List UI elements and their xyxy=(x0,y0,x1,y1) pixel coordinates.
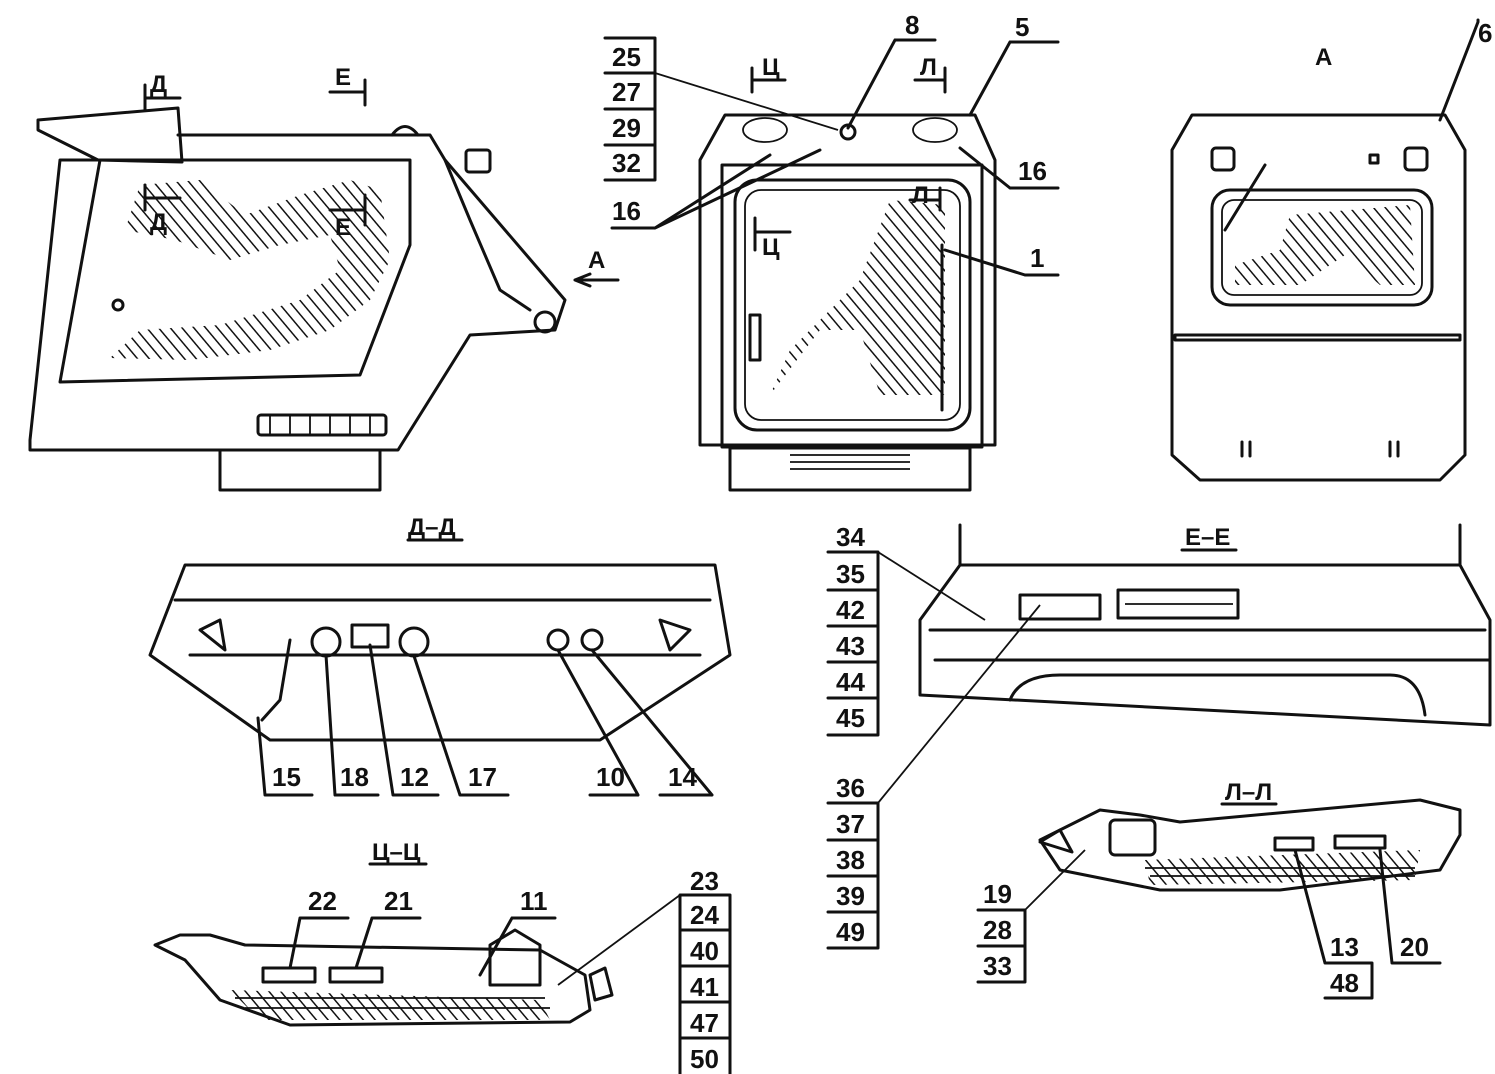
cut-label-e1: Е xyxy=(335,64,351,91)
section-title-cc: Ц–Ц xyxy=(372,839,421,866)
callout-27: 27 xyxy=(612,77,641,107)
callout-23: 23 xyxy=(690,866,719,896)
section-title-ll: Л–Л xyxy=(1225,779,1272,806)
callout-18: 18 xyxy=(340,762,369,792)
callout-34: 34 xyxy=(836,522,865,552)
cut-label-d1: Д xyxy=(150,71,167,98)
callout-28: 28 xyxy=(983,915,1012,945)
callout-10: 10 xyxy=(596,762,625,792)
glass-hatch xyxy=(110,180,390,360)
cut-label-l1: Л xyxy=(920,54,937,81)
callout-29: 29 xyxy=(612,113,641,143)
callout-5: 5 xyxy=(1015,12,1029,42)
callout-44: 44 xyxy=(836,667,865,697)
callout-47: 47 xyxy=(690,1008,719,1038)
cc-grille-hatch xyxy=(230,990,550,1020)
cut-label-c1: Ц xyxy=(762,54,780,81)
callout-16-left: 16 xyxy=(612,196,641,226)
callout-42: 42 xyxy=(836,595,865,625)
callout-16-right: 16 xyxy=(1018,156,1047,186)
callout-32: 32 xyxy=(612,148,641,178)
cut-label-c2: Ц xyxy=(762,234,780,261)
callout-21: 21 xyxy=(384,886,413,916)
callout-14: 14 xyxy=(668,762,697,792)
callout-19: 19 xyxy=(983,879,1012,909)
callout-40: 40 xyxy=(690,936,719,966)
section-title-dd: Д–Д xyxy=(408,514,456,541)
cut-label-d2: Д xyxy=(150,209,167,236)
callout-45: 45 xyxy=(836,703,865,733)
section-dd: Д–Д 15 18 12 17 10 14 xyxy=(148,514,732,797)
callout-20: 20 xyxy=(1400,932,1429,962)
callout-6: 6 xyxy=(1478,18,1492,48)
section-ll: Л–Л 19 28 33 13 48 20 xyxy=(976,779,1462,1000)
callout-48: 48 xyxy=(1330,968,1359,998)
front-view: Ц Л Ц Л 25 27 29 32 8 5 16 16 1 xyxy=(603,10,1060,492)
rear-glass-hatch xyxy=(1235,205,1415,285)
callout-37: 37 xyxy=(836,809,865,839)
view-arrow-label: А xyxy=(588,247,605,274)
front-glass-hatch xyxy=(770,200,945,395)
callout-22: 22 xyxy=(308,886,337,916)
callout-38: 38 xyxy=(836,845,865,875)
callout-13: 13 xyxy=(1330,932,1359,962)
callout-36: 36 xyxy=(836,773,865,803)
rear-view: А 6 xyxy=(1170,18,1492,482)
section-cc: Ц–Ц 22 21 11 23 24 40 41 47 50 xyxy=(153,839,732,1074)
callout-12: 12 xyxy=(400,762,429,792)
callout-33: 33 xyxy=(983,951,1012,981)
cut-label-e2: Е xyxy=(335,214,351,241)
section-title-ee: Е–Е xyxy=(1185,524,1230,551)
callout-1: 1 xyxy=(1030,243,1044,273)
callout-50: 50 xyxy=(690,1044,719,1074)
cut-label-l2: Л xyxy=(912,182,929,209)
callout-15: 15 xyxy=(272,762,301,792)
section-ee: Е–Е 34 35 42 43 44 45 36 37 38 39 49 xyxy=(826,522,1492,950)
callout-17: 17 xyxy=(468,762,497,792)
callout-41: 41 xyxy=(690,972,719,1002)
callout-8: 8 xyxy=(905,10,919,40)
callout-43: 43 xyxy=(836,631,865,661)
side-view: Д Е Д Е А xyxy=(28,64,620,492)
callout-35: 35 xyxy=(836,559,865,589)
callout-24: 24 xyxy=(690,900,719,930)
callout-11: 11 xyxy=(520,886,548,916)
rear-view-title: А xyxy=(1315,44,1332,71)
callout-25: 25 xyxy=(612,42,641,72)
callout-39: 39 xyxy=(836,881,865,911)
callout-49: 49 xyxy=(836,917,865,947)
